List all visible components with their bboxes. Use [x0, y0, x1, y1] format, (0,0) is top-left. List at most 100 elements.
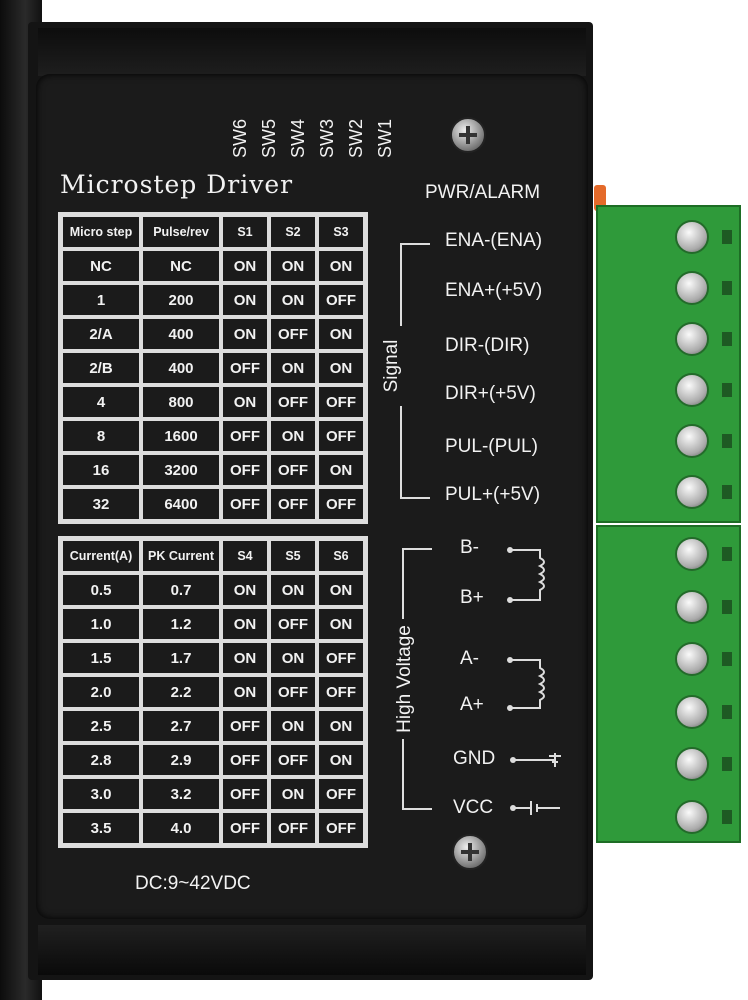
table-cell: 2.9 [141, 743, 221, 777]
table-cell: ON [269, 419, 317, 453]
terminal-slot [722, 704, 732, 719]
terminal-screw-icon[interactable] [675, 747, 709, 781]
table-cell: OFF [269, 743, 317, 777]
table-cell: 6400 [141, 487, 221, 521]
terminal-slot [722, 434, 732, 448]
table-cell: OFF [269, 607, 317, 641]
table-cell: ON [317, 709, 365, 743]
table-cell: 800 [141, 385, 221, 419]
table-header-cell: Micro step [61, 215, 141, 249]
signal-pin-label: ENA+(+5V) [445, 280, 543, 301]
signal-group-label: Signal [381, 326, 403, 406]
table-header-cell: Current(A) [61, 539, 141, 573]
terminal-screw-icon[interactable] [675, 475, 709, 509]
terminal-slot [722, 230, 732, 244]
table-header-cell: S5 [269, 539, 317, 573]
signal-pin-label: DIR-(DIR) [445, 335, 530, 356]
terminal-screw-icon[interactable] [675, 799, 709, 834]
table-cell: 8 [61, 419, 141, 453]
table-cell: ON [317, 351, 365, 385]
table-cell: OFF [269, 317, 317, 351]
power-alarm-label: PWR/ALARM [425, 182, 541, 203]
table-cell: 3200 [141, 453, 221, 487]
dip-switch-label: SW1 [375, 118, 395, 158]
terminal-screw-icon[interactable] [675, 271, 709, 305]
table-cell: ON [221, 675, 269, 709]
terminal-screw-icon[interactable] [675, 642, 709, 676]
terminal-screw-icon[interactable] [675, 589, 709, 624]
table-cell: 3.0 [61, 777, 141, 811]
table-cell: ON [269, 777, 317, 811]
table-cell: ON [269, 709, 317, 743]
screw-icon [452, 834, 488, 870]
power-group-label: High Voltage [394, 619, 416, 739]
signal-bracket [400, 243, 430, 499]
terminal-slot [722, 599, 732, 614]
terminal-screw-icon[interactable] [675, 537, 709, 571]
dip-switch-label: SW5 [259, 118, 279, 158]
table-header-cell: Pulse/rev [141, 215, 221, 249]
terminal-screw-icon[interactable] [675, 322, 709, 356]
table-cell: ON [221, 607, 269, 641]
table-cell: 2/B [61, 351, 141, 385]
table-cell: NC [141, 249, 221, 283]
table-cell: NC [61, 249, 141, 283]
table-cell: 200 [141, 283, 221, 317]
terminal-screw-icon[interactable] [675, 373, 709, 407]
terminal-screw-icon[interactable] [675, 694, 709, 729]
table-cell: 4.0 [141, 811, 221, 845]
terminal-slot [722, 485, 732, 499]
table-cell: OFF [221, 743, 269, 777]
terminal-slot [722, 547, 732, 561]
heatsink-bottom [38, 925, 586, 975]
signal-terminal-block [596, 205, 741, 523]
table-cell: 2.0 [61, 675, 141, 709]
table-cell: ON [221, 573, 269, 607]
terminal-screw-icon[interactable] [675, 424, 709, 458]
table-cell: ON [269, 573, 317, 607]
table-cell: OFF [221, 487, 269, 521]
table-cell: OFF [221, 419, 269, 453]
table-cell: ON [221, 317, 269, 351]
terminal-screw-icon[interactable] [675, 220, 709, 254]
table-cell: OFF [317, 641, 365, 675]
table-cell: OFF [269, 811, 317, 845]
table-header-cell: PK Current [141, 539, 221, 573]
table-cell: OFF [221, 709, 269, 743]
table-cell: 32 [61, 487, 141, 521]
dip-switch-label: SW2 [346, 118, 366, 158]
table-cell: ON [317, 453, 365, 487]
table-cell: ON [317, 317, 365, 351]
table-cell: ON [269, 283, 317, 317]
table-cell: OFF [221, 453, 269, 487]
signal-pin-label: ENA-(ENA) [445, 230, 543, 251]
table-header-cell: S1 [221, 215, 269, 249]
terminal-slot [722, 652, 732, 666]
table-cell: 2.2 [141, 675, 221, 709]
table-cell: ON [221, 641, 269, 675]
table-cell: 400 [141, 317, 221, 351]
table-cell: 0.7 [141, 573, 221, 607]
terminal-slot [722, 383, 732, 397]
table-header-cell: S3 [317, 215, 365, 249]
signal-pin-label: DIR+(+5V) [445, 383, 536, 404]
table-cell: 16 [61, 453, 141, 487]
table-cell: ON [317, 249, 365, 283]
table-cell: OFF [317, 811, 365, 845]
table-cell: 4 [61, 385, 141, 419]
